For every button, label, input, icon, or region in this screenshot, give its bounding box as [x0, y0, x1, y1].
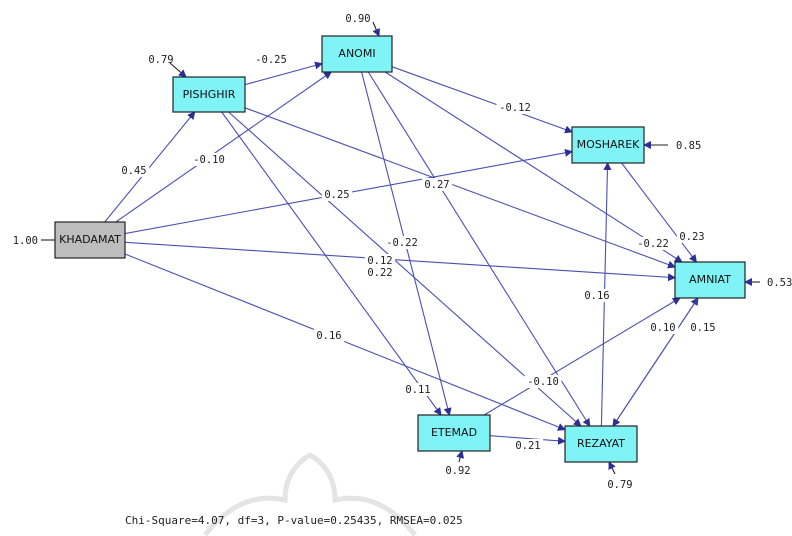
node-mosharek[interactable]: MOSHAREK [571, 126, 645, 164]
coefficient-background [634, 237, 672, 250]
path-arrows [104, 61, 699, 445]
error-variance-rezayat: 0.79 [607, 479, 632, 491]
error-arrow-pishghir [169, 62, 187, 78]
path-pishghir-to-anomi [244, 61, 323, 86]
coefficient-rezayat-amniat: 0.15 [690, 322, 715, 334]
error-arrow-anomi [372, 21, 380, 37]
coefficient-khadamat-pishghir: 0.45 [121, 165, 146, 177]
watermark-emblem [203, 452, 417, 536]
coefficient-pishghir-etemad: 0.11 [405, 384, 430, 396]
error-variance-anomi: 0.90 [345, 13, 370, 25]
node-khadamat[interactable]: KHADAMAT [54, 221, 126, 259]
coefficient-etemad-amniat: 0.10 [650, 322, 675, 334]
path-etemad-to-rezayat [489, 435, 566, 445]
error-variance-mosharek: 0.85 [676, 140, 701, 152]
path-pishghir-to-etemad [221, 111, 442, 416]
coefficient-khadamat-anomi: -0.10 [193, 154, 225, 166]
node-label: AMNIAT [689, 273, 731, 286]
path-khadamat-to-rezayat [124, 253, 566, 431]
path-pishghir-to-rezayat [228, 111, 582, 427]
error-variances: 1.00 0.79 0.90 0.85 0.53 0.92 0.79 [13, 13, 792, 491]
coefficient-background [118, 164, 150, 177]
coefficient-etemad-rezayat: 0.21 [515, 440, 540, 452]
coefficient-background [687, 321, 719, 334]
path-khadamat-to-anomi [115, 71, 333, 223]
coefficient-mosharek-amniat: 0.23 [679, 231, 704, 243]
error-arrow-etemad [456, 450, 465, 463]
coefficient-background [252, 53, 290, 66]
error-variance-amniat: 0.53 [767, 277, 792, 289]
coefficient-background [364, 266, 396, 279]
node-rezayat[interactable]: REZAYAT [564, 425, 638, 463]
path-etemad-to-amniat [483, 297, 681, 416]
coefficient-anomi-amniat: -0.22 [637, 238, 669, 250]
coefficient-pishghir-rezayat: 0.22 [367, 267, 392, 279]
node-label: MOSHAREK [577, 138, 641, 151]
coefficient-background [421, 178, 453, 191]
path-anomi-to-rezayat [367, 71, 591, 427]
coefficient-background [383, 236, 421, 249]
coefficient-background [676, 230, 708, 243]
error-arrow-rezayat [608, 461, 616, 475]
node-label: ETEMAD [431, 426, 477, 439]
coefficient-khadamat-amniat: 0.12 [367, 255, 392, 267]
node-amniat[interactable]: AMNIAT [674, 261, 746, 299]
path-amniat-to-rezayat [612, 297, 699, 427]
error-variance-pishghir: 0.79 [148, 54, 173, 66]
coefficient-background [364, 254, 396, 267]
coefficient-background [512, 439, 544, 452]
node-pishghir[interactable]: PISHGHIR [172, 76, 246, 113]
coefficient-background [190, 153, 228, 166]
coefficient-background [313, 329, 345, 342]
coefficient-background [402, 383, 434, 396]
error-variance-etemad: 0.92 [445, 465, 470, 477]
path-anomi-to-mosharek [391, 66, 573, 134]
node-label: KHADAMAT [59, 233, 121, 246]
coefficient-khadamat-rezayat: 0.16 [316, 330, 341, 342]
coefficient-amniat-rezayat: -0.10 [527, 376, 559, 388]
fit-statistics: Chi-Square=4.07, df=3, P-value=0.25435, … [125, 514, 463, 527]
coefficient-khadamat-mosharek: 0.25 [324, 189, 349, 201]
path-pishghir-to-amniat [244, 107, 676, 269]
coefficient-background [496, 101, 534, 114]
node-label: REZAYAT [577, 437, 625, 450]
coefficient-anomi-mosharek: -0.12 [499, 102, 531, 114]
node-label: PISHGHIR [183, 88, 236, 101]
path-coefficients: -0.25 0.45 -0.10 -0.12 0.25 0.27 -0.22 0.23 -0.2… [118, 53, 719, 452]
path-khadamat-to-amniat [124, 241, 676, 282]
node-etemad[interactable]: ETEMAD [417, 414, 491, 452]
coefficient-pishghir-anomi: -0.25 [255, 54, 287, 66]
node-anomi[interactable]: ANOMI [321, 35, 393, 73]
coefficient-anomi-etemad: -0.22 [386, 237, 418, 249]
path-mosharek-to-amniat [621, 162, 698, 263]
coefficient-background [321, 188, 353, 201]
coefficient-background [647, 321, 679, 334]
node-label: ANOMI [338, 47, 375, 60]
path-anomi-to-amniat [384, 71, 683, 263]
coefficient-rezayat-mosharek: 0.16 [584, 290, 609, 302]
coefficient-background [581, 289, 613, 302]
error-variance-khadamat: 1.00 [13, 235, 38, 247]
path-khadamat-to-pishghir [104, 111, 196, 223]
coefficient-background [524, 375, 562, 388]
coefficient-pishghir-amniat: 0.27 [424, 179, 449, 191]
